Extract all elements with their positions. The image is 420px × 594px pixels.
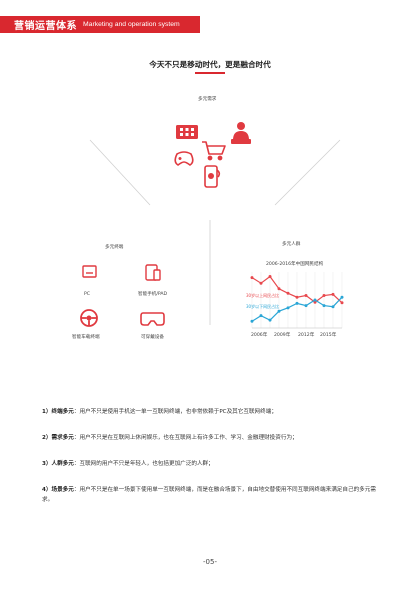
data-point	[286, 306, 290, 310]
data-point	[295, 301, 299, 305]
x-tick-label: 2015年	[320, 333, 337, 338]
data-point	[250, 319, 254, 323]
x-tick-label: 2006年	[251, 333, 268, 338]
terminal-label-wearable: 可穿戴设备	[141, 335, 164, 340]
data-point	[277, 309, 281, 313]
paragraph-crowd: 3）人群多元：互联网的用户不只是年轻人，也包括更加广泛的人群；	[42, 459, 377, 469]
data-point	[259, 314, 263, 318]
data-point	[313, 298, 317, 302]
header-title-en: Marketing and operation system	[83, 21, 180, 28]
paragraph-text: ：用户不只是在互联网上休闲娱乐，也在互联网上有许多工作、学习、金融理财投资行为；	[73, 435, 298, 441]
legend-under-30: 30岁以下网民占比	[246, 304, 280, 309]
paragraph-lead: 4）场景多元	[42, 487, 74, 493]
paragraph-text: ：用户不只是在单一场景下使用单一互联网终端，而是在融合场景下，自由地交替使用不同…	[42, 487, 376, 503]
pc-icon	[82, 265, 97, 278]
data-point	[268, 318, 272, 322]
vr-headset-icon	[140, 312, 165, 326]
paragraph-lead: 1）终端多元	[42, 409, 74, 415]
crowd-line-chart	[250, 272, 344, 329]
paragraph-scenes: 4）场景多元：用户不只是在单一场景下使用单一互联网终端，而是在融合场景下，自由地…	[42, 485, 377, 505]
paragraph-terminals: 1）终端多元：用户不只是使用手机这一单一互联网终端，也非常依赖于PC及其它互联网…	[42, 407, 377, 417]
paragraph-text: ：互联网的用户不只是年轻人，也包括更加广泛的人群；	[73, 461, 214, 467]
phone-tablet-icon	[145, 264, 161, 281]
data-point	[322, 294, 326, 298]
data-point	[286, 291, 290, 295]
data-point	[331, 292, 335, 296]
data-point	[340, 295, 344, 299]
legend-over-30: 30岁以上网民占比	[246, 293, 280, 298]
shopping-cart-icon	[202, 141, 226, 161]
data-point	[259, 281, 263, 285]
needs-label: 多元需求	[198, 97, 217, 102]
steering-wheel-icon	[80, 309, 98, 327]
data-point	[340, 301, 344, 305]
data-point	[331, 305, 335, 309]
terminal-label-car: 智能车载终端	[72, 335, 100, 340]
x-tick-label: 2009年	[274, 333, 291, 338]
data-point	[277, 287, 281, 291]
paragraph-lead: 3）人群多元	[42, 461, 74, 467]
header-bar: 营销运营体系 Marketing and operation system	[0, 16, 200, 33]
chart-title: 2006-2016年中国网民结构	[266, 262, 324, 267]
paragraph-text: ：用户不只是使用手机这一单一互联网终端，也非常依赖于PC及其它互联网终端；	[73, 409, 277, 415]
data-point	[304, 294, 308, 298]
data-point	[250, 276, 254, 280]
page-number: -05-	[203, 558, 217, 566]
film-strip-icon	[176, 125, 198, 139]
page-title: 今天不只是移动时代，更是融合时代	[149, 60, 271, 69]
terminal-label-pc: PC	[84, 292, 90, 297]
mobile-payment-icon	[204, 165, 221, 188]
paragraph-needs: 2）需求多元：用户不只是在互联网上休闲娱乐，也在互联网上有许多工作、学习、金融理…	[42, 433, 377, 443]
person-at-laptop-icon	[231, 122, 251, 144]
data-point	[268, 274, 272, 278]
terminal-label-phone: 智能手机/PAD	[138, 292, 168, 297]
crowd-label: 多元人群	[282, 242, 301, 247]
data-point	[313, 300, 317, 304]
connector-line-right	[274, 139, 341, 206]
title-underline	[195, 72, 225, 74]
data-point	[304, 304, 308, 308]
data-point	[322, 304, 326, 308]
data-point	[295, 295, 299, 299]
terminals-label: 多元终端	[105, 245, 124, 250]
x-tick-label: 2012年	[298, 333, 315, 338]
connector-line-left	[89, 139, 151, 206]
header-title-cn: 营销运营体系	[14, 21, 77, 32]
paragraph-lead: 2）需求多元	[42, 435, 74, 441]
gamepad-icon	[174, 151, 194, 166]
